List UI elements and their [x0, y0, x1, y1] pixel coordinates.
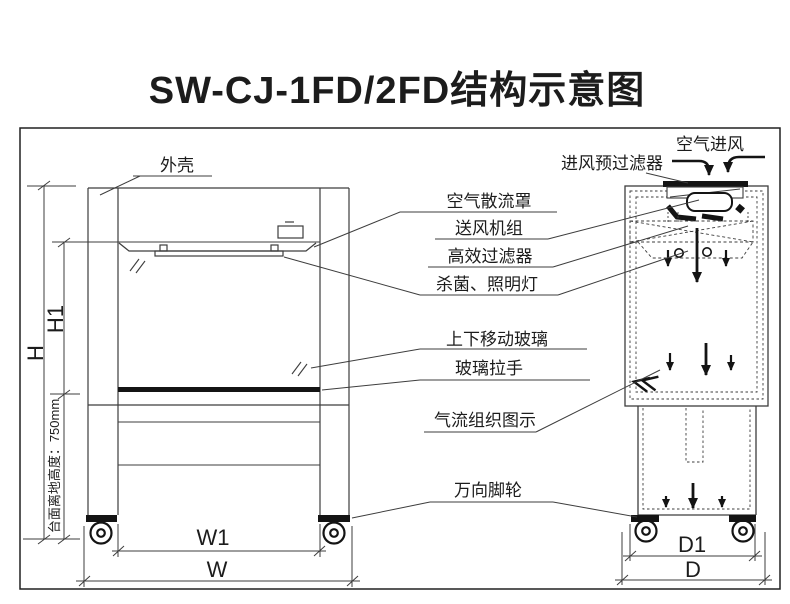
dim-label-w1: W1 [197, 525, 230, 550]
side-filter-strips [667, 212, 749, 224]
side-base [637, 406, 757, 516]
leader-lines [99, 172, 700, 519]
front-diffuser [118, 242, 317, 252]
leader-diffuser [313, 211, 557, 248]
leader-fan [435, 199, 700, 240]
label-air-intake: 空气进风 [676, 135, 744, 154]
airflow-arrows [631, 155, 765, 509]
label-housing: 外壳 [160, 156, 194, 175]
control-panel [277, 221, 304, 239]
front-caster-right-icon [322, 521, 346, 545]
leader-sliding-glass [310, 348, 587, 369]
leader-prefilter [645, 172, 689, 184]
dim-label-h: H [23, 345, 48, 361]
dim-label-h1: H1 [43, 305, 68, 333]
label-sliding-glass: 上下移动玻璃 [446, 330, 548, 349]
dim-w1 [112, 524, 326, 557]
dim-label-w: W [207, 557, 228, 582]
front-glass-handle-bar [118, 387, 320, 392]
leader-airflow [424, 369, 661, 433]
leader-glass-handle [321, 379, 590, 391]
label-air-diffuser: 空气散流罩 [447, 192, 532, 211]
leader-hepa [428, 225, 689, 268]
dimension-lines [23, 180, 772, 587]
dim-d [615, 532, 772, 586]
dim-w [76, 526, 360, 587]
label-hepa-filter: 高效过滤器 [448, 247, 533, 266]
glass-hatch-icon [129, 258, 308, 377]
label-glass-handle: 玻璃拉手 [455, 359, 523, 378]
leader-lamp [283, 250, 689, 296]
front-lamp-fixture [154, 244, 284, 257]
side-lamp-icon [673, 247, 712, 259]
front-view [52, 187, 350, 545]
leader-housing [99, 175, 212, 196]
dim-h1 [23, 237, 80, 545]
side-hepa-filter [629, 220, 754, 259]
side-fan-outlet [666, 203, 745, 222]
intake-arrow-right-icon [723, 155, 765, 173]
leader-caster [351, 501, 638, 519]
dim-label-d: D [685, 557, 701, 582]
label-fan-unit: 送风机组 [455, 219, 523, 238]
side-caster-left-icon [634, 519, 658, 543]
dim-d1 [623, 524, 762, 562]
label-sterilize-lamp: 杀菌、照明灯 [436, 275, 538, 294]
side-view [624, 181, 769, 543]
intake-arrow-left-icon [672, 159, 714, 176]
diagram-frame [19, 127, 781, 590]
page-title: SW-CJ-1FD/2FD结构示意图 [149, 70, 645, 112]
label-worktop-height: 台面离地高度：750mm [47, 399, 62, 533]
label-intake-prefilter: 进风预过滤器 [561, 154, 663, 173]
side-prefilter [663, 181, 748, 187]
side-caster-right-icon [731, 519, 755, 543]
label-caster: 万向脚轮 [454, 481, 522, 500]
dim-label-d1: D1 [678, 532, 706, 557]
front-caster-left-icon [89, 521, 113, 545]
return-airflow-chevron-icon [631, 375, 659, 393]
label-airflow-pattern: 气流组织图示 [434, 411, 536, 430]
side-duct [685, 408, 704, 463]
side-fan-unit [686, 192, 733, 212]
side-diffuser-cone [637, 241, 754, 259]
